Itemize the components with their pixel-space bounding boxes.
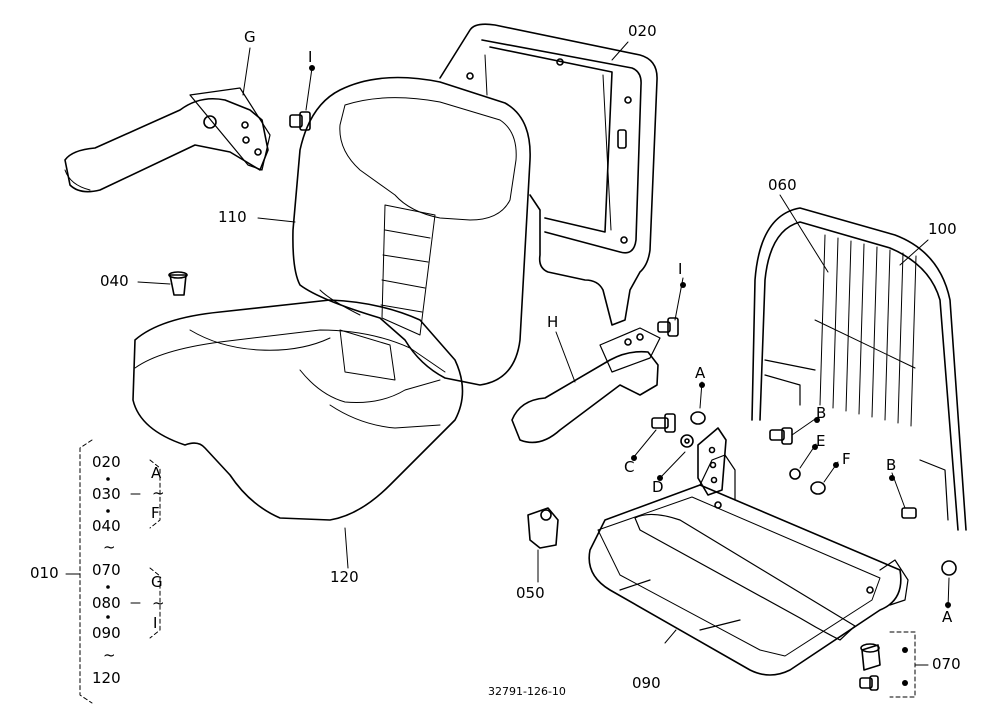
bracket-070 [889,631,916,698]
leader-lines [137,41,950,644]
callout-010: 010 [30,564,59,582]
legend-row-020: 020 [92,453,121,471]
callout-100: 100 [928,220,957,238]
letter-d: D [652,478,664,496]
springs-060 [814,234,917,427]
callout-070: 070 [932,655,961,673]
legend-group2-g: G [151,573,163,591]
legend-dots [106,477,110,619]
letter-b-upper: B [816,404,827,422]
letter-e: E [816,432,826,450]
leader-dots [309,65,951,686]
callout-110: 110 [218,208,247,226]
bolt-i-upper [289,111,311,131]
letter-f: F [842,450,851,468]
seat-cushion-120 [132,299,464,521]
callout-120: 120 [330,568,359,586]
legend-group2-i: I [153,614,158,632]
legend-row-040: 040 [92,517,121,535]
letter-c: C [624,458,635,476]
bolt-i-lower [657,317,679,337]
letter-g: G [244,28,256,46]
legend-row-090: 090 [92,624,121,642]
switch-050 [527,507,559,549]
callout-060: 060 [768,176,797,194]
letter-a-lower: A [942,608,953,626]
legend-row-120: 120 [92,669,121,687]
hardware-pieces [651,411,957,691]
letter-i-upper: I [308,48,313,66]
legend-tilde-1: ~ [103,538,116,556]
legend-group1-a: A [151,464,162,482]
back-frame-100 [751,207,967,531]
back-cover-020 [439,23,658,326]
armrest-right-h [511,327,661,444]
legend-row-080: 080 [92,594,121,612]
letter-h: H [547,313,559,331]
letter-i-lower: I [678,260,683,278]
callout-020: 020 [628,22,657,40]
legend-group1-tilde: ~ [152,484,165,502]
drawing-number: 32791-126-10 [488,685,566,698]
letter-a-upper: A [695,364,706,382]
back-cushion-110 [292,76,531,386]
cap-040 [168,271,188,296]
legend-brackets [65,439,161,704]
legend-row-030: 030 [92,485,121,503]
seat-frame-090 [588,454,909,676]
letter-b-lower: B [886,456,897,474]
legend-tilde-2: ~ [103,646,116,664]
callout-090: 090 [632,674,661,692]
callout-040: 040 [100,272,129,290]
bracket-left [697,427,727,496]
legend-group2-tilde: ~ [152,594,165,612]
callout-050: 050 [516,584,545,602]
legend-row-070: 070 [92,561,121,579]
legend-group1-f: F [151,504,160,522]
armrest-left-g [64,87,271,193]
